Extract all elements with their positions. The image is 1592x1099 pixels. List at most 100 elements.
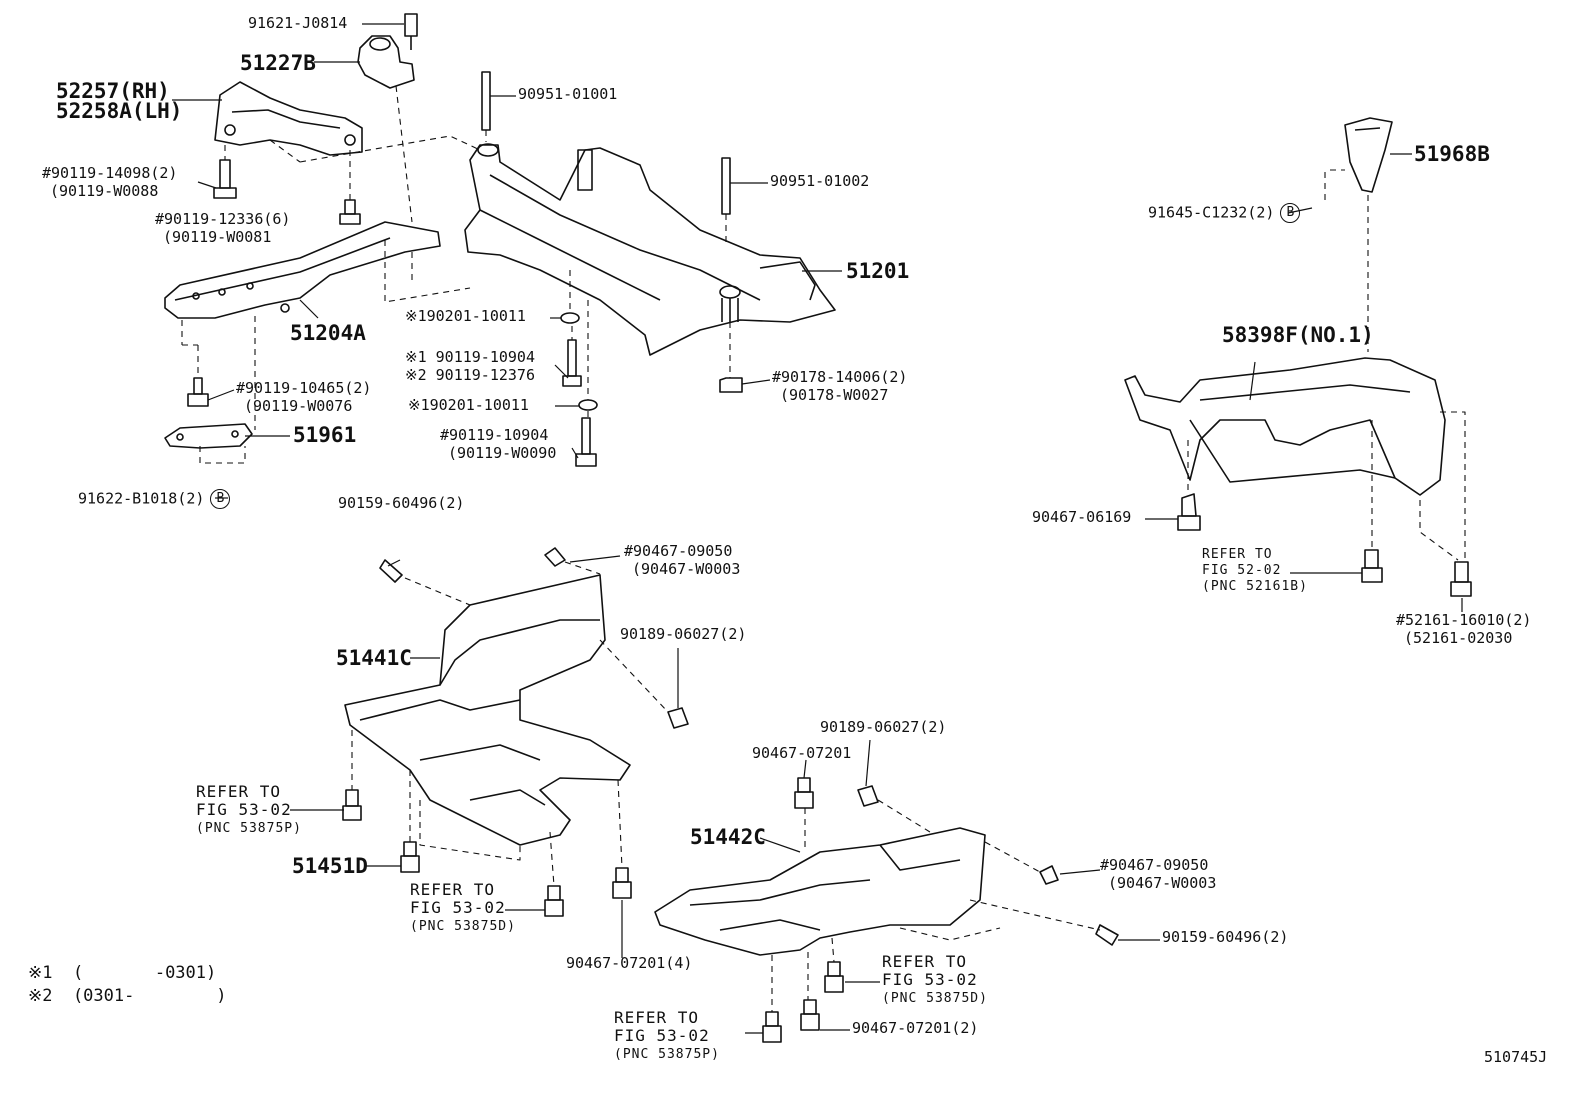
label-90467-07201: 90467-07201: [752, 744, 852, 762]
label-90159-60496-a: 90159-60496(2): [338, 494, 465, 512]
bracket-51968b: [1344, 117, 1393, 193]
bolt-90159-a: [379, 559, 403, 583]
label-51204a: 51204A: [290, 321, 366, 345]
bolt-90119-10904-a: [562, 339, 582, 387]
label-refer-a-line2: FIG 53-02: [196, 800, 292, 819]
label-90189-06027-a: 90189-06027(2): [620, 625, 747, 643]
label-52258a-lh: 52258A(LH): [56, 99, 183, 123]
label-90467-09050-b: #90467-09050: [1100, 856, 1209, 874]
bolt-90119-10465: [187, 377, 209, 407]
label-90951-01001: 90951-01001: [518, 85, 618, 103]
clip-90467-09050-a: [544, 547, 566, 567]
circle-b-marker-right: B: [1280, 203, 1301, 223]
label-90119-w0076: (90119-W0076: [244, 397, 353, 415]
label-90119-12336: #90119-12336(6): [155, 210, 291, 228]
label-90119-10904-b: #90119-10904: [440, 426, 549, 444]
label-refer-52-line2: FIG 52-02: [1202, 563, 1282, 578]
label-90119-w0081: (90119-W0081: [163, 228, 272, 246]
label-90119-w0090: (90119-W0090: [448, 444, 557, 462]
label-90159-60496-b: 90159-60496(2): [1162, 928, 1289, 946]
label-refer-b-line1: REFER TO: [410, 880, 496, 899]
washer-90201-a: [560, 312, 580, 324]
label-90201-10011-a: ※190201-10011: [405, 307, 526, 325]
label-51961: 51961: [293, 423, 357, 447]
label-refer-52-line1: REFER TO: [1202, 547, 1273, 562]
clip-90467-07201-2: [800, 999, 820, 1031]
cover-58398f: [1124, 357, 1446, 496]
label-90467-07201-4: 90467-07201(4): [566, 954, 693, 972]
mount-51227b: [357, 35, 415, 89]
bracket-51961: [164, 423, 253, 449]
figure-id: 510745J: [1484, 1048, 1548, 1066]
bolt-90119-14098: [213, 159, 237, 199]
label-51451d: 51451D: [292, 854, 368, 878]
label-refer-d-line3: (PNC 53875P): [614, 1047, 720, 1062]
footnote-2: ※2 (0301- ): [28, 986, 227, 1006]
undercover-51442c: [654, 827, 986, 956]
crossmember-51201: [464, 143, 836, 356]
label-52161-16010: #52161-16010(2): [1396, 611, 1532, 629]
circle-b-marker: B: [210, 489, 231, 509]
undercover-51441c: [344, 574, 631, 846]
label-90119-10465: #90119-10465(2): [236, 379, 372, 397]
clip-ref-c: [824, 961, 844, 993]
label-refer-d-line1: REFER TO: [614, 1008, 700, 1027]
bolt-90119-10904-b: [575, 417, 597, 467]
label-90178-w0027: (90178-W0027: [780, 386, 889, 404]
clip-52161-b: [1450, 561, 1472, 597]
member-51204a: [164, 221, 441, 319]
washer-90201-b: [578, 399, 598, 411]
label-90467-06169: 90467-06169: [1032, 508, 1132, 526]
label-90119-10904-a: ※1 90119-10904: [405, 348, 535, 366]
clip-90467-07201-4: [612, 867, 632, 899]
label-90467-w0003-b: (90467-W0003: [1108, 874, 1217, 892]
label-refer-b-line2: FIG 53-02: [410, 898, 506, 917]
label-refer-b-line3: (PNC 53875D): [410, 919, 516, 934]
label-90178-14006: #90178-14006(2): [772, 368, 908, 386]
label-51968b: 51968B: [1414, 142, 1490, 166]
bolt-91621: [404, 13, 418, 50]
label-refer-a-line1: REFER TO: [196, 782, 282, 801]
label-51201: 51201: [846, 259, 910, 283]
label-51227b: 51227B: [240, 51, 316, 75]
label-51441c: 51441C: [336, 646, 412, 670]
label-refer-52-line3: (PNC 52161B): [1202, 579, 1308, 594]
clip-90467-07201-top: [794, 777, 814, 809]
label-refer-a-line3: (PNC 53875P): [196, 821, 302, 836]
bolt-90159-b: [1095, 924, 1119, 946]
label-91645-c1232: 91645-C1232(2)B: [1148, 203, 1301, 223]
footnote-1: ※1 ( -0301): [28, 963, 217, 983]
label-90119-w0088: (90119-W0088: [50, 182, 159, 200]
bracket-52257: [214, 81, 363, 156]
label-90951-01002: 90951-01002: [770, 172, 870, 190]
label-refer-c-line1: REFER TO: [882, 952, 968, 971]
label-52257-rh: 52257(RH): [56, 79, 170, 103]
clip-ref-d: [762, 1011, 782, 1043]
clip-90467-06169: [1177, 493, 1201, 531]
clip-90189-a: [667, 707, 689, 729]
label-90467-09050-a: #90467-09050: [624, 542, 733, 560]
clip-ref-a: [342, 789, 362, 821]
clip-90467-09050-b: [1039, 865, 1059, 885]
stud-90951-01002: [721, 157, 731, 215]
bolt-90119-12336: [339, 199, 361, 225]
label-refer-c-line2: FIG 53-02: [882, 970, 978, 989]
label-51442c: 51442C: [690, 825, 766, 849]
nut-90178: [719, 377, 743, 393]
label-52161-02030: (52161-02030: [1404, 629, 1513, 647]
label-90119-12376: ※2 90119-12376: [405, 366, 535, 384]
label-90467-07201-2: 90467-07201(2): [852, 1019, 979, 1037]
label-90201-10011-b: ※190201-10011: [408, 396, 529, 414]
label-90119-14098: #90119-14098(2): [42, 164, 178, 182]
label-91621-j0814: 91621-J0814: [248, 14, 348, 32]
clip-ref-b: [544, 885, 564, 917]
label-58398f: 58398F(NO.1): [1222, 323, 1374, 347]
label-91622-b1018: 91622-B1018(2)B: [78, 489, 231, 509]
label-refer-c-line3: (PNC 53875D): [882, 991, 988, 1006]
label-refer-d-line2: FIG 53-02: [614, 1026, 710, 1045]
clip-90189-b: [857, 785, 879, 807]
stud-90951-01001: [481, 71, 491, 131]
clip-51451d: [400, 841, 420, 873]
